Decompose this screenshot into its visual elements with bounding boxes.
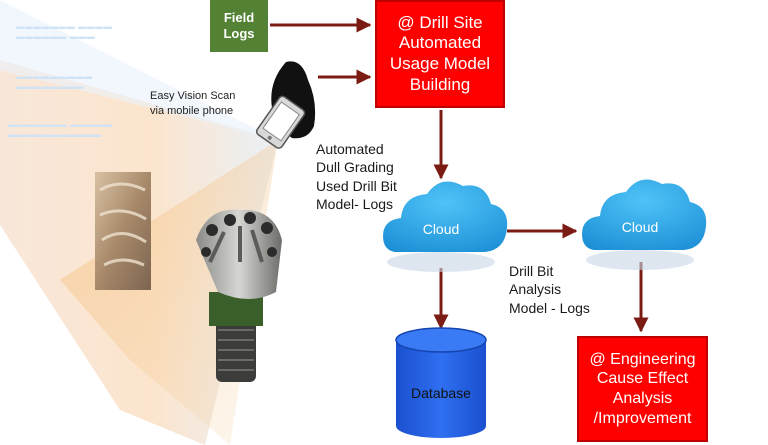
engineering-line: Analysis [612, 390, 673, 407]
bit-analysis-line: Drill Bit [509, 263, 554, 279]
dull-grading-label: Automated Dull Grading Used Drill Bit Mo… [316, 140, 397, 214]
engineering-line: Cause Effect [596, 370, 689, 388]
mobile-phone-icon [255, 95, 306, 149]
cloud-icon [582, 179, 707, 270]
drill-site-line: @ Drill Site [397, 12, 483, 32]
bit-analysis-label: Drill Bit Analysis Model - Logs [509, 262, 590, 317]
engineering-line: @ Engineering [589, 350, 696, 368]
drill-site-line: Automated [398, 33, 482, 53]
drill-bit-image [196, 209, 282, 382]
scan-light-cone-cool [0, 0, 278, 140]
database-icon [395, 327, 487, 438]
field-logs-line: Logs [223, 26, 255, 41]
engineering-line: /Improvement [593, 409, 692, 427]
faded-text-block: ▬▬▬▬▬▬▬ ▬▬▬▬ ▬▬▬▬▬▬ ▬▬▬ [16, 22, 113, 42]
field-logs-line: Field [223, 10, 255, 26]
faded-text-block: ▬▬▬▬▬▬▬▬▬ ▬▬▬▬▬▬▬▬ [16, 72, 93, 92]
scanned-photo [95, 172, 151, 290]
cloud-label: Cloud [422, 221, 460, 237]
cloud-icon [383, 181, 508, 272]
engineering-box: @ Engineering Cause Effect Analysis /Imp… [577, 336, 708, 442]
dull-grading-line: Automated [316, 141, 384, 157]
drill-site-box: @ Drill Site Automated Usage Model Build… [375, 0, 505, 108]
drill-site-line: Usage Model [389, 54, 491, 73]
dull-grading-line: Model- Logs [316, 196, 394, 213]
drill-site-line: Building [409, 74, 471, 94]
scan-label-line: via mobile phone [150, 104, 234, 117]
cloud-label: Cloud [621, 219, 659, 235]
field-logs-box: Field Logs [210, 0, 268, 52]
scan-label: Easy Vision Scan via mobile phone [150, 89, 235, 119]
faded-text-block: ▬▬▬▬▬▬▬ ▬▬▬▬▬ ▬▬▬▬▬▬▬▬▬▬▬ [8, 120, 113, 140]
scan-label-line: Easy Vision Scan [150, 90, 236, 102]
scanned-photo-detail [99, 182, 147, 267]
dull-grading-line: Dull Grading [316, 159, 394, 176]
database-label: Database [411, 385, 471, 401]
bit-analysis-line: Analysis [509, 281, 562, 298]
dull-grading-line: Used Drill Bit [316, 177, 397, 194]
bit-analysis-line: Model - Logs [509, 299, 590, 316]
